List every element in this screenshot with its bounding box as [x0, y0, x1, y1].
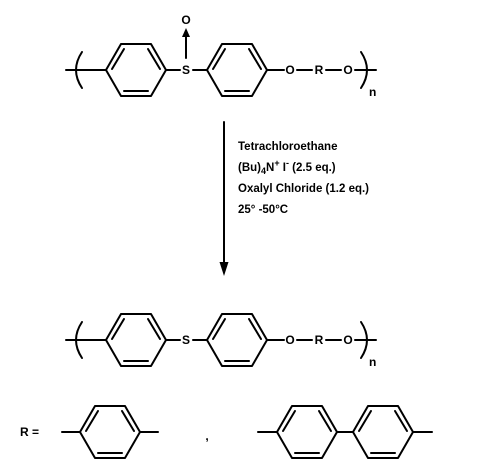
reactant-r-group: R — [315, 63, 324, 77]
reactant-benzene-ring-1 — [105, 43, 167, 97]
reactant-ether-oxygen-1: O — [285, 63, 294, 77]
r-biphenyl-ring-1 — [276, 405, 338, 459]
product-sulfur-atom: S — [182, 333, 190, 347]
r-biphenyl-ring-2 — [352, 405, 414, 459]
reactant-right-bracket — [360, 51, 368, 89]
reaction-arrow — [219, 121, 229, 276]
condition-reagent-2: Oxalyl Chloride (1.2 eq.) — [238, 183, 369, 195]
reactant-sulfoxide-oxygen: O — [181, 13, 190, 27]
r-option-biphenylene — [257, 405, 433, 459]
reactant-s-o-arrowhead — [182, 28, 190, 37]
product-benzene-ring-1 — [105, 313, 167, 367]
product-r-group: R — [315, 333, 324, 347]
product-polymer: S O R O n — [65, 313, 377, 369]
condition-solvent: Tetrachloroethane — [238, 141, 337, 153]
product-ether-oxygen-1: O — [285, 333, 294, 347]
r-equals-label: R = — [20, 425, 39, 439]
r-option-phenylene — [61, 405, 159, 459]
reactant-polymer: S O O R O n — [65, 13, 377, 99]
reactant-ether-oxygen-2: O — [343, 63, 352, 77]
product-repeat-subscript: n — [369, 355, 376, 369]
reactant-sulfur-atom: S — [182, 63, 190, 77]
condition-reagent-1: (Bu)4N+ I- (2.5 eq.) — [238, 158, 336, 176]
product-ether-oxygen-2: O — [343, 333, 352, 347]
r-options-separator: , — [205, 429, 208, 443]
product-right-bracket — [360, 321, 368, 359]
r-phenylene-ring — [79, 405, 141, 459]
reactant-benzene-ring-2 — [206, 43, 268, 97]
condition-temperature: 25° -50°C — [238, 204, 288, 216]
product-benzene-ring-2 — [206, 313, 268, 367]
reaction-conditions: Tetrachloroethane (Bu)4N+ I- (2.5 eq.) O… — [238, 141, 369, 216]
reactant-repeat-subscript: n — [369, 85, 376, 99]
r-group-definition: R = , — [20, 405, 433, 459]
